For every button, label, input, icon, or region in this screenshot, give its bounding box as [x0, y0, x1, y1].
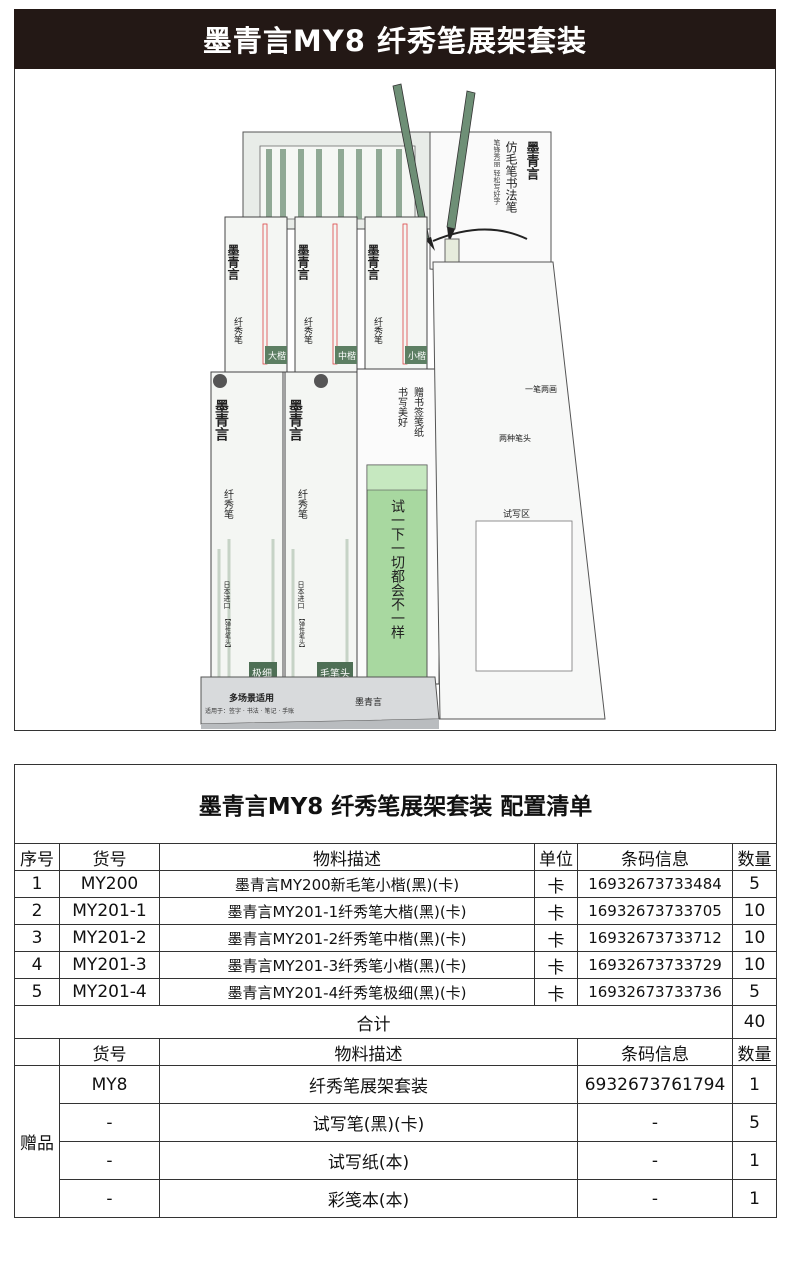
svg-text:墨青言: 墨青言: [366, 244, 380, 281]
svg-text:纤秀笔: 纤秀笔: [296, 488, 308, 519]
pack-top-3: 墨青言 纤秀笔 小楷: [364, 216, 428, 373]
board-title: 仿毛笔书法笔: [504, 141, 518, 213]
svg-text:纤秀笔: 纤秀笔: [302, 316, 313, 344]
svg-text:纤秀笔: 纤秀笔: [372, 316, 383, 344]
svg-text:墨青言: 墨青言: [355, 696, 382, 708]
svg-text:纤秀笔: 纤秀笔: [222, 488, 234, 519]
svg-text:中楷: 中楷: [338, 350, 356, 362]
header-unit: 单位: [534, 843, 578, 871]
gift-header-sku: 货号: [59, 1038, 160, 1066]
gift-card: 赠书签笺纸 书写美好 试一下一切都会不一样: [356, 368, 440, 685]
display-stand-illustration: 墨青言 仿毛笔书法笔 笔锋秀丽 轻松写好字 墨青言 纤秀笔 大楷 墨青言 纤秀笔…: [200, 83, 606, 729]
svg-text:一笔两画: 一笔两画: [525, 384, 557, 394]
table-row: 5 MY201-4 墨青言MY201-4纤秀笔极细(黑)(卡) 卡 169326…: [14, 978, 778, 1006]
tall-pens: [392, 83, 528, 251]
gift-row: 赠品 MY8 纤秀笔展架套装 6932673761794 1: [14, 1065, 778, 1218]
gift-row: - 彩笺本(本) - 1: [15, 1179, 778, 1218]
header-barcode: 条码信息: [577, 843, 733, 871]
svg-text:适用于：签字 · 书法 · 笔记 · 手账: 适用于：签字 · 书法 · 笔记 · 手账: [205, 707, 294, 715]
svg-text:试写区: 试写区: [503, 508, 530, 520]
svg-text:纤秀笔: 纤秀笔: [232, 316, 243, 344]
total-label: 合计: [14, 1005, 733, 1039]
total-qty: 40: [731, 1005, 778, 1039]
pack-top-2: 墨青言 纤秀笔 中楷: [294, 216, 358, 373]
config-table: 墨青言MY8 纤秀笔展架套装 配置清单 序号 货号 物料描述 单位 条码信息 数…: [13, 764, 778, 1218]
svg-text:日本进口: 日本进口: [297, 581, 305, 609]
header-no: 序号: [14, 843, 60, 871]
svg-text:【弹性笔头】: 【弹性笔头】: [224, 615, 231, 651]
gift-row: - 试写纸(本) - 1: [15, 1141, 778, 1180]
svg-text:【弹性笔头】: 【弹性笔头】: [298, 615, 305, 651]
gift-header-row: 货号 物料描述 条码信息 数量: [14, 1038, 778, 1066]
table-title: 墨青言MY8 纤秀笔展架套装 配置清单: [13, 764, 778, 844]
svg-text:赠书签笺纸: 赠书签笺纸: [412, 386, 424, 438]
table-row: 4 MY201-3 墨青言MY201-3纤秀笔小楷(黑)(卡) 卡 169326…: [14, 951, 778, 979]
svg-text:大楷: 大楷: [268, 350, 286, 362]
svg-text:小楷: 小楷: [408, 350, 426, 362]
display-base: 多场景适用 适用于：签字 · 书法 · 笔记 · 手账 墨青言: [200, 676, 440, 729]
gift-row: - 试写笔(黑)(卡) - 5: [15, 1103, 778, 1142]
svg-text:墨青言: 墨青言: [226, 244, 240, 281]
svg-text:墨青言: 墨青言: [296, 244, 310, 281]
gift-label: 赠品: [14, 1065, 60, 1218]
table-row: 1 MY200 墨青言MY200新毛笔小楷(黑)(卡) 卡 1693267373…: [14, 870, 778, 898]
trial-slogan: 试一下一切都会不一样: [389, 499, 405, 639]
gift-header-desc: 物料描述: [159, 1038, 578, 1066]
svg-text:日本进口: 日本进口: [223, 581, 231, 609]
table-header-row: 序号 货号 物料描述 单位 条码信息 数量: [14, 843, 778, 871]
pack-bottom-2: 墨青言 纤秀笔 日本进口 【弹性笔头】 毛笔头: [284, 371, 358, 683]
total-row: 合计 40: [14, 1005, 778, 1039]
board-brand: 墨青言: [524, 141, 540, 181]
svg-text:墨青言: 墨青言: [287, 399, 303, 442]
svg-text:墨青言: 墨青言: [213, 399, 229, 442]
gift-header-qty: 数量: [731, 1038, 778, 1066]
table-row: 3 MY201-2 墨青言MY201-2纤秀笔中楷(黑)(卡) 卡 169326…: [14, 924, 778, 952]
board-subtitle: 笔锋秀丽 轻松写好字: [493, 138, 501, 204]
header-qty: 数量: [731, 843, 778, 871]
header-desc: 物料描述: [159, 843, 535, 871]
bottom-packs: 墨青言 纤秀笔 日本进口 【弹性笔头】 极细 墨青言 纤秀笔 日本进口 【弹性笔…: [210, 371, 358, 683]
svg-text:书写美好: 书写美好: [396, 387, 408, 428]
table-row: 2 MY201-1 墨青言MY201-1纤秀笔大楷(黑)(卡) 卡 169326…: [14, 897, 778, 925]
top-packs: 墨青言 纤秀笔 大楷 墨青言 纤秀笔 中楷 墨青言 纤秀笔 小楷: [224, 216, 428, 373]
svg-text:两种笔头: 两种笔头: [499, 433, 531, 443]
gift-header-barcode: 条码信息: [577, 1038, 733, 1066]
pack-top-1: 墨青言 纤秀笔 大楷: [224, 216, 288, 373]
svg-text:多场景适用: 多场景适用: [229, 692, 274, 704]
header-sku: 货号: [59, 843, 160, 871]
banner-title: 墨青言MY8 纤秀笔展架套装: [14, 9, 776, 69]
side-card: 一笔两画 两种笔头 试写区: [432, 261, 606, 720]
product-photo-frame: 墨青言 仿毛笔书法笔 笔锋秀丽 轻松写好字 墨青言 纤秀笔 大楷 墨青言 纤秀笔…: [14, 69, 776, 731]
pack-bottom-1: 墨青言 纤秀笔 日本进口 【弹性笔头】 极细: [210, 371, 284, 683]
